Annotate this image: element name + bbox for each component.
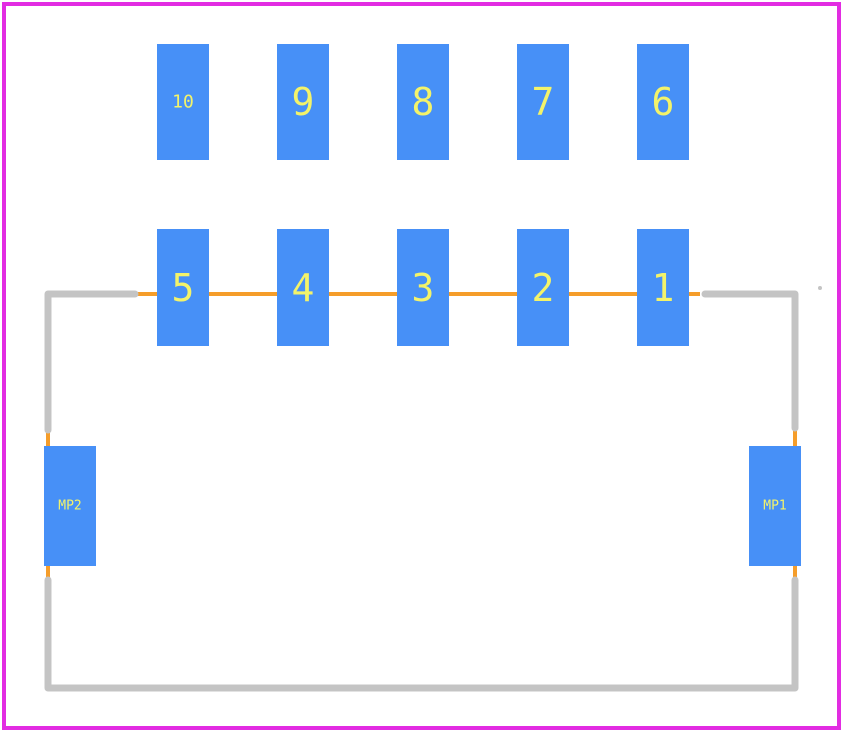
pad-3[interactable]: 3 (397, 229, 449, 346)
pin1-marker (818, 286, 822, 290)
pad-1[interactable]: 1 (637, 229, 689, 346)
pad-6[interactable]: 6 (637, 44, 689, 160)
pad-label: MP2 (58, 499, 81, 514)
pad-7[interactable]: 7 (517, 44, 569, 160)
pad-9[interactable]: 9 (277, 44, 329, 160)
silk-outline-bottom (44, 576, 799, 692)
pad-mp2[interactable]: MP2 (44, 446, 96, 566)
pad-label: 3 (412, 266, 435, 310)
pad-label: 6 (652, 80, 675, 124)
pad-label: 2 (532, 266, 555, 310)
pad-4[interactable]: 4 (277, 229, 329, 346)
silkscreen-outline (44, 286, 822, 692)
pad-10[interactable]: 10 (157, 44, 209, 160)
pad-label: 9 (292, 80, 315, 124)
pad-2[interactable]: 2 (517, 229, 569, 346)
pads-group: 10 9 8 7 6 5 4 3 (44, 44, 801, 566)
pad-8[interactable]: 8 (397, 44, 449, 160)
pad-label: 5 (172, 266, 195, 310)
pad-label: 4 (292, 266, 315, 310)
silk-outline-left-top (44, 290, 139, 434)
pad-label: MP1 (763, 499, 786, 514)
silk-outline-right-top (701, 290, 799, 432)
pad-label: 8 (412, 80, 435, 124)
pad-label: 10 (172, 92, 194, 113)
pad-label: 1 (652, 266, 675, 310)
pad-5[interactable]: 5 (157, 229, 209, 346)
pad-mp1[interactable]: MP1 (749, 446, 801, 566)
pad-label: 7 (532, 80, 555, 124)
